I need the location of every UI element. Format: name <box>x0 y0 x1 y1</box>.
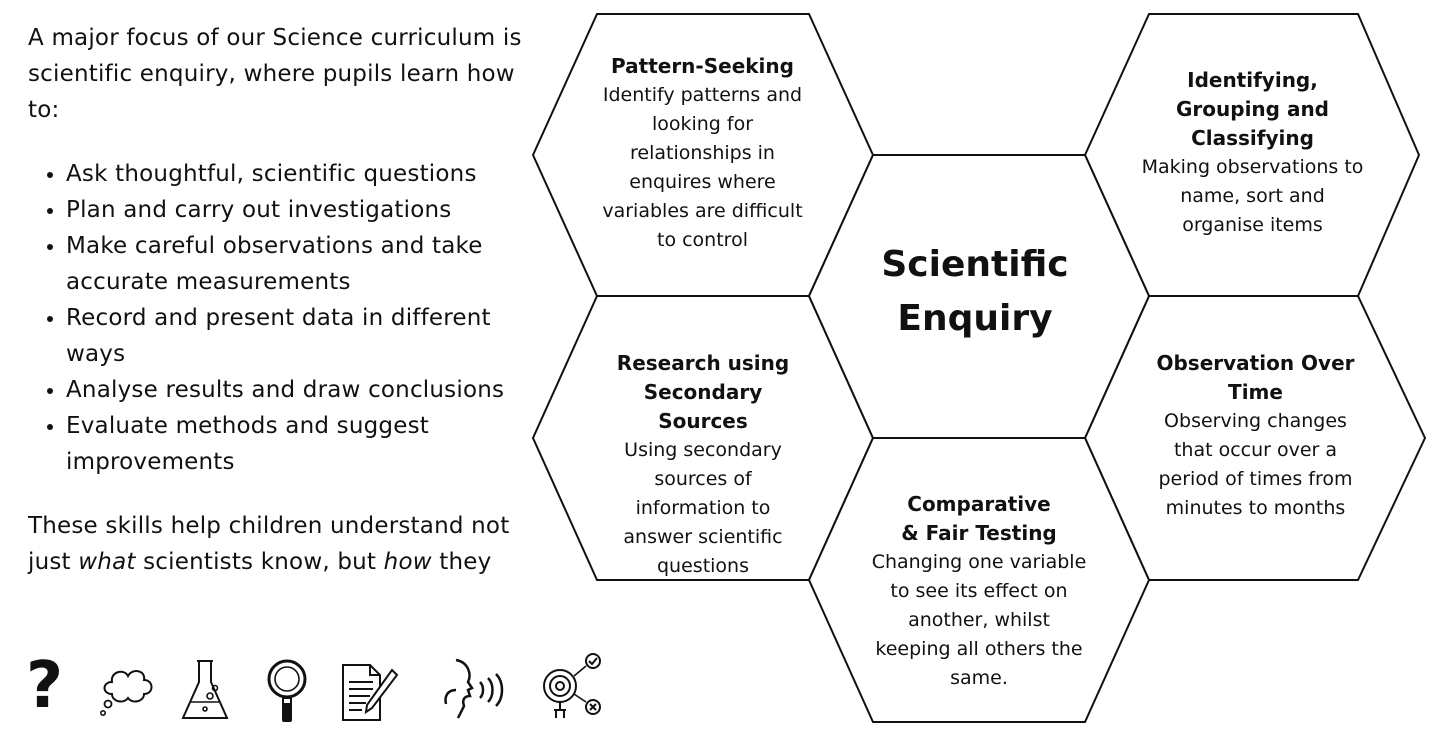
speaking-icon <box>444 658 504 719</box>
comparative-desc: Changing one variable to see its effect … <box>871 551 1087 689</box>
identifying-title: Identifying, Grouping and Classifying <box>1176 68 1329 150</box>
research-block: Research using Secondary Sources Using s… <box>596 349 810 581</box>
outro-part-3: they <box>431 549 492 575</box>
center-title: Scientific Enquiry <box>855 238 1095 346</box>
center-title-line-2: Enquiry <box>897 298 1053 339</box>
thought-bubble-icon <box>99 670 153 716</box>
icon-row: ? <box>20 649 620 730</box>
center-title-line-1: Scientific <box>881 244 1069 285</box>
pattern-seeking-block: Pattern-Seeking Identify patterns and lo… <box>590 52 815 255</box>
magnifier-icon <box>267 659 307 722</box>
outro-part-2: scientists know, but <box>135 549 384 575</box>
document-pen-icon <box>342 664 399 721</box>
pattern-seeking-desc: Identify patterns and looking for relati… <box>602 84 803 251</box>
outro-emphasis-what: what <box>78 549 136 575</box>
research-desc: Using secondary sources of information t… <box>623 439 783 577</box>
skill-item: Analyse results and draw conclusions <box>66 372 533 408</box>
observation-title: Observation Over Time <box>1156 351 1355 404</box>
skill-item: Evaluate methods and suggest improvement… <box>66 408 533 480</box>
question-mark-icon: ? <box>26 649 64 723</box>
flask-icon <box>181 660 229 719</box>
observation-block: Observation Over Time Observing changes … <box>1143 349 1368 523</box>
analysis-icon <box>543 653 601 718</box>
intro-lead: A major focus of our Science curriculum … <box>28 25 522 123</box>
observation-desc: Observing changes that occur over a peri… <box>1158 410 1353 519</box>
comparative-block: Comparative & Fair Testing Changing one … <box>866 490 1092 693</box>
pattern-seeking-title: Pattern-Seeking <box>611 54 794 78</box>
skill-item: Ask thoughtful, scientific questions <box>66 156 533 192</box>
outro-emphasis-how: how <box>383 549 432 575</box>
outro-part-1: These skills help children understand no… <box>28 513 510 575</box>
skill-item: Record and present data in different way… <box>66 300 533 372</box>
skill-item: Make careful observations and take accur… <box>66 228 533 300</box>
research-title: Research using Secondary Sources <box>616 351 790 433</box>
comparative-title: Comparative & Fair Testing <box>901 492 1057 545</box>
hexagon-center <box>807 154 1151 439</box>
intro-outro: These skills help children understand no… <box>28 508 533 580</box>
skill-item: Plan and carry out investigations <box>66 192 533 228</box>
identifying-desc: Making observations to name, sort and or… <box>1141 156 1364 236</box>
skills-list: Ask thoughtful, scientific questions Pla… <box>28 156 533 480</box>
intro-text: A major focus of our Science curriculum … <box>28 20 533 580</box>
identifying-block: Identifying, Grouping and Classifying Ma… <box>1140 66 1365 240</box>
